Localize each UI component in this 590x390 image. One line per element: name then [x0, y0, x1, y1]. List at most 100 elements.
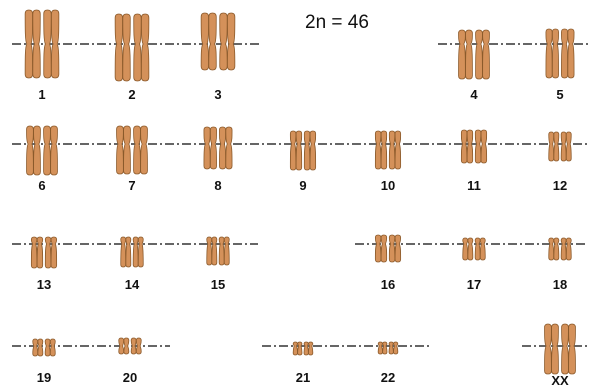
chromatid [553, 237, 560, 261]
chromatid [133, 125, 141, 175]
chromatid [203, 126, 211, 170]
chromatid [122, 13, 131, 82]
chromatid [388, 234, 396, 263]
chromatid [133, 13, 142, 82]
chromosome [374, 234, 388, 263]
chromatid [297, 341, 303, 356]
chromosome-label: 1 [38, 87, 45, 102]
chromatid [219, 126, 227, 170]
chromosome-pair-4: 4 [458, 29, 490, 102]
chromosome [561, 323, 576, 375]
chromosome-label: 6 [38, 178, 45, 193]
chromosome [303, 130, 317, 171]
chromosome [206, 236, 218, 266]
chromatid [551, 28, 559, 79]
chromatid [24, 9, 33, 79]
chromosome [30, 236, 44, 269]
chromatid [560, 237, 567, 261]
chromatid [545, 28, 553, 79]
chromosome-label: 13 [37, 277, 51, 292]
chromatid [116, 125, 124, 175]
chromatid [380, 130, 388, 170]
chromatid [553, 131, 560, 162]
chromosome [132, 236, 144, 268]
chromosome [26, 125, 41, 176]
chromosome-pair-8: 8 [203, 126, 233, 193]
chromatid [211, 236, 218, 266]
chromatid [132, 236, 139, 268]
chromosome-label: 19 [37, 370, 51, 385]
chromosome [458, 29, 473, 80]
chromosome-label: XX [551, 373, 569, 388]
chromosome-pair-10: 10 [374, 130, 402, 193]
chromatid [289, 130, 297, 171]
chromatid [37, 338, 44, 357]
chromosome-pair-20: 20 [118, 337, 142, 385]
chromosome-label: 12 [553, 178, 567, 193]
chromatid [43, 125, 51, 176]
chromosome [218, 236, 230, 266]
chromosome [388, 234, 402, 263]
chromosome-label: 22 [381, 370, 395, 385]
chromatid [303, 130, 311, 171]
chromosome-pair-5: 5 [545, 28, 575, 102]
chromosome-label: 8 [214, 178, 221, 193]
chromatid [227, 12, 236, 71]
chromatid [50, 125, 58, 176]
chromatid [32, 9, 41, 79]
chromosome [561, 28, 575, 79]
chromatid [374, 130, 382, 170]
chromosome [203, 126, 217, 170]
chromosome-pair-11: 11 [460, 129, 488, 193]
chromatid [118, 337, 125, 355]
chromosome-label: 20 [123, 370, 137, 385]
chromosome [24, 9, 41, 79]
chromatid [223, 236, 230, 266]
chromatid [480, 129, 488, 164]
chromosome [560, 131, 572, 162]
chromatid [382, 341, 388, 355]
chromosome [545, 28, 559, 79]
chromatid [377, 341, 383, 355]
chromatid [380, 234, 388, 263]
chromatid [394, 234, 402, 263]
chromosome [32, 338, 44, 357]
chromosome [548, 131, 560, 162]
chromatid [482, 29, 490, 80]
chromosome [544, 323, 559, 375]
chromatid [474, 237, 481, 261]
chromosome [200, 12, 217, 71]
chromatid [309, 130, 317, 171]
chromatid [135, 337, 142, 355]
chromatid [567, 28, 575, 79]
chromosome [114, 13, 131, 82]
chromatid [565, 131, 572, 162]
chromosome [548, 237, 560, 261]
chromosome-pair-6: 6 [26, 125, 58, 193]
chromosome-label: 4 [470, 87, 478, 102]
chromatid [44, 338, 51, 357]
chromosome [303, 341, 314, 356]
chromatid [141, 13, 150, 82]
chromatid [208, 12, 217, 71]
chromosome [118, 337, 130, 355]
chromatid [466, 129, 474, 164]
chromosome [219, 12, 236, 71]
chromatid [565, 237, 572, 261]
chromosome-pair-17: 17 [462, 237, 486, 292]
chromosome [374, 130, 388, 170]
chromatid [130, 337, 137, 355]
chromosome-pair-1: 1 [24, 9, 60, 102]
chromosome-pair-3: 3 [200, 12, 236, 102]
chromosome-label: 3 [214, 87, 221, 102]
chromosome-pair-15: 15 [206, 236, 230, 292]
chromatid [140, 125, 148, 175]
chromosome-label: 14 [125, 277, 140, 292]
chromatid [544, 323, 552, 375]
chromatid [114, 13, 123, 82]
chromosome [130, 337, 142, 355]
chromatid [225, 126, 233, 170]
chromosome-pair-13: 13 [30, 236, 58, 292]
